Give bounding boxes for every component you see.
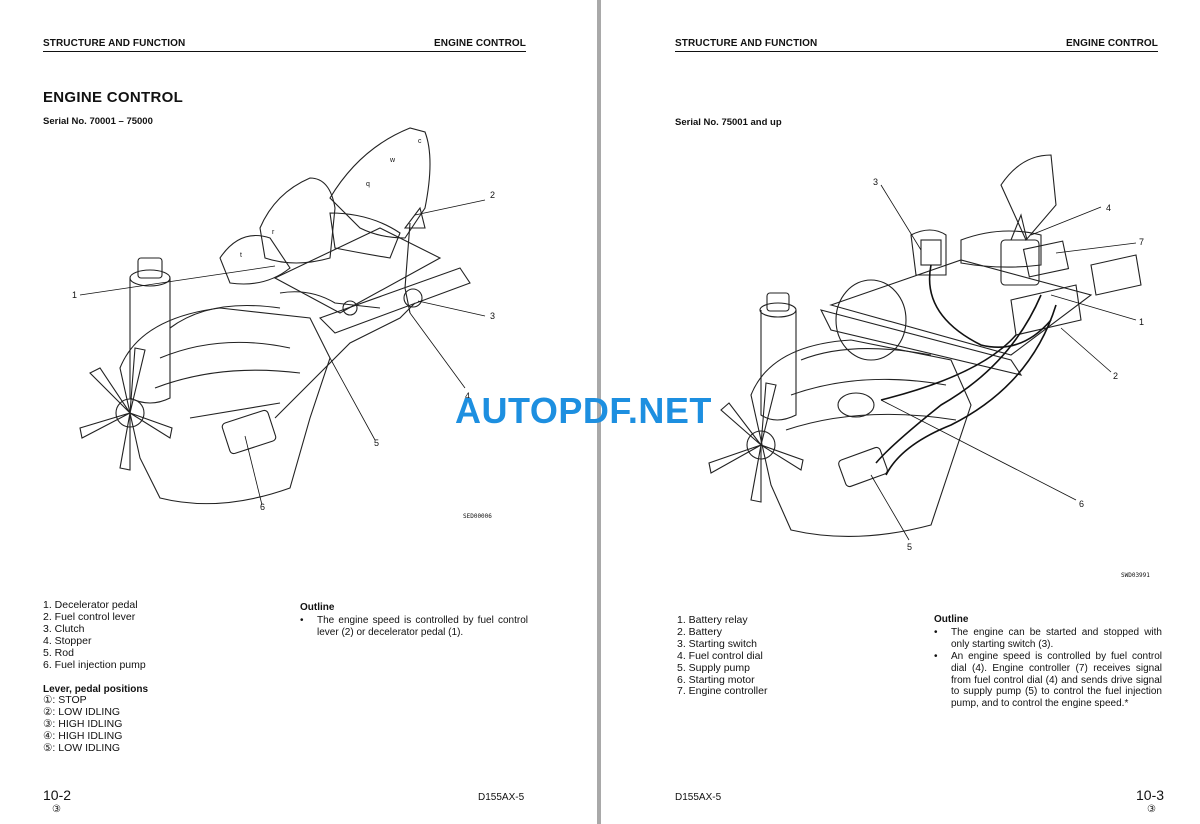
header-section-left: STRUCTURE AND FUNCTION [43,38,186,49]
outline-heading: Outline [934,614,969,625]
direction-label-w: w [389,157,396,164]
list-item: 2. Battery [677,625,722,638]
callout-1: 1 [72,290,77,300]
page-number: 10-3 [1136,787,1165,803]
callout-5: 5 [907,542,912,552]
header-chapter-right: ENGINE CONTROL [1066,38,1158,49]
header-rule [43,51,526,52]
parts-list: 1. Decelerator pedal 2. Fuel control lev… [43,599,146,671]
left-page: STRUCTURE AND FUNCTION ENGINE CONTROL EN… [0,0,597,824]
list-item: ⑤: LOW IDLING [43,741,121,754]
header-section-right: STRUCTURE AND FUNCTION [675,38,818,49]
right-page: STRUCTURE AND FUNCTION ENGINE CONTROL Se… [601,0,1200,824]
callout-3: 3 [490,311,495,321]
outline-bullet: •The engine speed is controlled by fuel … [300,614,528,638]
figure-code: SWD03991 [1121,572,1150,579]
model-label: D155AX-5 [675,792,722,803]
revision-mark: ③ [52,804,61,815]
positions-list: ①: STOP ②: LOW IDLING ③: HIGH IDLING ④: … [43,694,123,755]
list-item: 1. Battery relay [677,614,748,626]
serial-range: Serial No. 75001 and up [675,117,782,128]
direction-label-q: q [366,181,370,188]
list-item: 4. Fuel control dial [677,649,763,662]
callout-6: 6 [1079,499,1084,509]
engine-control-illustration: 1 2 3 4 5 6 c w q r t [72,127,495,512]
callout-2: 2 [490,190,495,200]
callout-4: 4 [465,391,470,401]
callout-2: 2 [1113,371,1118,381]
callout-4: 4 [1106,203,1111,213]
list-item: ②: LOW IDLING [43,705,121,718]
list-item: 5. Rod [43,646,74,659]
callout-1: 1 [1139,317,1144,327]
parts-list: 1. Battery relay 2. Battery 3. Starting … [677,614,768,698]
list-item: 7. Engine controller [677,685,768,698]
outline-heading: Outline [300,602,335,613]
callout-3: 3 [873,177,878,187]
callout-6: 6 [260,502,265,512]
page-number: 10-2 [43,787,72,803]
direction-label-c: c [418,138,422,145]
watermark-text: AUTOPDF.NET [455,390,712,431]
outline-bullet: •The engine can be started and stopped w… [934,626,1162,650]
list-item: 4. Stopper [43,634,92,647]
page-gutter [597,0,601,824]
model-label: D155AX-5 [478,792,525,803]
engine-controller-illustration: 3 4 7 1 2 6 5 [708,154,1144,552]
list-item: ①: STOP [43,694,87,706]
page-title: ENGINE CONTROL [43,89,184,106]
list-item: 2. Fuel control lever [43,610,136,623]
serial-range: Serial No. 70001 – 75000 [43,116,153,127]
callout-5: 5 [374,438,379,448]
list-item: 3. Clutch [43,622,85,635]
header-chapter-left: ENGINE CONTROL [434,38,526,49]
list-item: ③: HIGH IDLING [43,717,123,730]
figure-code: SED00006 [463,513,492,520]
list-item: 6. Fuel injection pump [43,658,146,671]
list-item: 3. Starting switch [677,637,757,650]
callout-7: 7 [1139,237,1144,247]
header-rule [675,51,1158,52]
direction-label-t: t [240,252,242,259]
outline-bullet: •An engine speed is controlled by fuel c… [934,650,1162,710]
direction-label-r: r [272,229,275,236]
outline-section: Outline •The engine speed is controlled … [300,602,528,639]
positions-heading: Lever, pedal positions [43,684,149,695]
list-item: ④: HIGH IDLING [43,729,123,742]
revision-mark: ③ [1147,804,1156,815]
list-item: 1. Decelerator pedal [43,599,138,611]
outline-section: Outline •The engine can be started and s… [934,614,1162,710]
list-item: 6. Starting motor [677,673,755,686]
list-item: 5. Supply pump [677,661,750,674]
